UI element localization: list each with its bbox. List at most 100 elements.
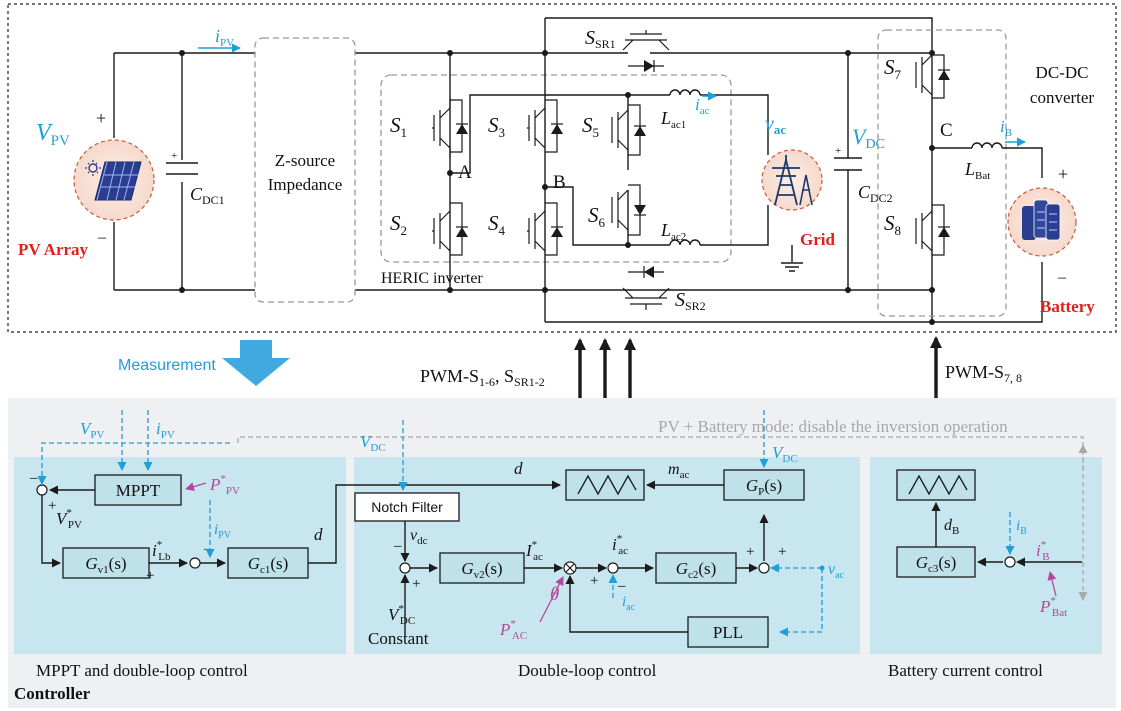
sum-vdc-minus: – xyxy=(393,538,402,554)
pac-ref-label: P*AC xyxy=(499,618,527,642)
caption-double-loop: Double-loop control xyxy=(518,661,657,680)
switch-s8 xyxy=(915,204,950,256)
sum-vpv-plus: + xyxy=(48,498,56,514)
switch-s7 xyxy=(915,54,950,99)
z-source-line1: Z-source xyxy=(275,151,335,170)
gc1-block xyxy=(227,547,309,579)
mppt-vpv-label: VPV xyxy=(80,419,105,441)
pv-plus: + xyxy=(96,108,106,128)
dcdc-line1: DC-DC xyxy=(1036,63,1089,82)
sum-vdc-plus: + xyxy=(412,576,420,592)
sum-iac-plus: + xyxy=(590,573,598,589)
triangle-carrier-icon-bat xyxy=(908,474,968,496)
pv-minus: – xyxy=(97,229,107,246)
gv2-block xyxy=(439,552,525,584)
switch-ssr2 xyxy=(622,266,670,310)
ib-ref-label: i*B xyxy=(1036,539,1050,563)
constant-label: Constant xyxy=(368,629,429,648)
iac-ref-label: i*ac xyxy=(612,533,628,557)
d-mid-label: d xyxy=(514,459,523,478)
ilb-ref-label: i*Lb xyxy=(152,539,171,563)
ssr2-label: SSR2 xyxy=(675,289,706,313)
s6-label: S6 xyxy=(588,203,606,230)
switch-s3 xyxy=(527,99,563,153)
vac-label: vac xyxy=(765,113,786,137)
node-c: C xyxy=(940,120,953,141)
inductor-lac2 xyxy=(669,239,701,246)
battery-plus: + xyxy=(1058,164,1068,184)
iac-ref-big-label: I*ac xyxy=(525,539,543,563)
carrier-block-ac xyxy=(565,469,645,501)
lac2-label: Lac2 xyxy=(660,220,686,243)
cdc2-polarity: + xyxy=(835,145,841,157)
power-stage: + CDC1 + – VPV PV Array iPV Z-source Imp… xyxy=(7,3,1117,333)
s7-label: S7 xyxy=(884,55,902,82)
gc2-label: Gc2(s) xyxy=(676,559,717,581)
switch-s1 xyxy=(432,98,468,158)
sum-node-iac xyxy=(607,562,619,574)
s5-label: S5 xyxy=(582,113,599,140)
controller: PV + Battery mode: disable the inversion… xyxy=(8,398,1116,708)
controller-title: Controller xyxy=(14,684,91,703)
pv-panel-icon xyxy=(73,139,155,221)
signal-links: Measurement PWM-S1-6, SSR1-2 PWM-S7, 8 xyxy=(118,336,1022,398)
ground-icon xyxy=(781,245,803,272)
sum-node-vdc xyxy=(399,562,411,574)
sum-vpv-minus: – xyxy=(29,470,38,486)
sum-iac-minus: – xyxy=(617,578,626,594)
z-source-box xyxy=(254,37,356,303)
sum-node-ilb xyxy=(189,557,201,569)
gc1-label: Gc1(s) xyxy=(248,554,289,576)
switch-s6 xyxy=(611,184,646,236)
sum-node-ib xyxy=(1004,556,1016,568)
caption-mppt: MPPT and double-loop control xyxy=(36,661,248,680)
mac-label: mac xyxy=(668,461,689,481)
vdc-meas-label: VDC xyxy=(360,432,386,454)
notch-filter-block xyxy=(354,492,460,522)
vpv-label: VPV xyxy=(36,120,70,149)
vpv-ref-label: V*PV xyxy=(56,507,82,531)
s3-label: S3 xyxy=(488,113,505,140)
sum-vac-plus2: + xyxy=(778,544,786,560)
s2-label: S2 xyxy=(390,211,407,238)
gp-block xyxy=(723,469,805,501)
pll-label: PLL xyxy=(713,623,743,642)
s8-label: S8 xyxy=(884,211,901,238)
triangle-carrier-icon xyxy=(577,474,637,496)
vac-in-label: vac xyxy=(828,561,845,581)
carrier-block-bat xyxy=(896,469,976,501)
sum-vac-plus1: + xyxy=(746,544,754,560)
db-label: dB xyxy=(944,517,959,537)
cdc2-label: CDC2 xyxy=(858,182,893,205)
mppt-block xyxy=(94,474,182,506)
gc3-block xyxy=(896,546,976,578)
z-source-line2: Impedance xyxy=(268,175,343,194)
vdc-gp-label: VDC xyxy=(772,443,798,465)
ppv-ref-label: P*PV xyxy=(209,473,240,497)
ib-meas-label: iB xyxy=(1016,518,1027,537)
lbat-label: LBat xyxy=(964,159,990,182)
pwm-left-label: PWM-S1-6, SSR1-2 xyxy=(420,366,545,389)
sum-ilb-plus: + xyxy=(146,568,154,584)
inductor-lac1 xyxy=(669,89,701,96)
power-stage-border xyxy=(7,3,1117,333)
gv2-label: Gv2(s) xyxy=(461,559,502,581)
switch-s5 xyxy=(611,104,646,156)
battery-label: Battery xyxy=(1040,297,1095,316)
cdc1-polarity: + xyxy=(171,150,177,162)
dcdc-box xyxy=(877,29,1007,317)
switch-s4 xyxy=(527,202,563,256)
gv1-label: Gv1(s) xyxy=(85,554,126,576)
s4-label: S4 xyxy=(488,211,506,238)
d-left-label: d xyxy=(314,525,323,544)
mode-note: PV + Battery mode: disable the inversion… xyxy=(658,417,1008,436)
caption-battery: Battery current control xyxy=(888,661,1043,680)
measurement-label: Measurement xyxy=(118,357,216,374)
ssr1-label: SSR1 xyxy=(585,27,616,51)
node-b: B xyxy=(553,172,566,193)
sum-node-vpv xyxy=(36,484,48,496)
pbat-ref-label: P*Bat xyxy=(1039,595,1067,619)
iac-label: iac xyxy=(695,95,710,117)
gc3-label: Gc3(s) xyxy=(916,553,957,575)
